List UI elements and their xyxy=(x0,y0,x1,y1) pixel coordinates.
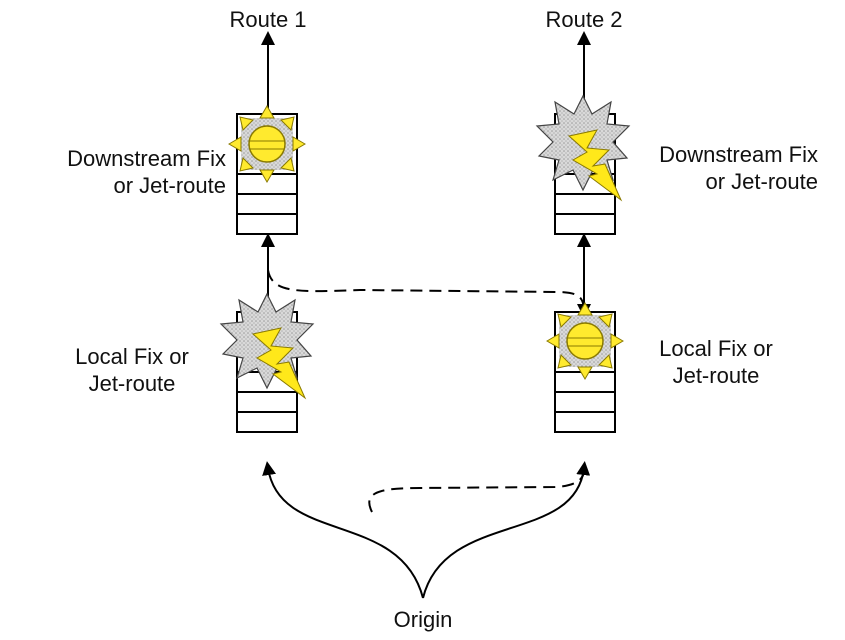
origin-label: Origin xyxy=(393,607,453,632)
downstream-left-line2: or Jet-route xyxy=(113,173,227,198)
route2-label: Route 2 xyxy=(545,7,623,32)
reroute-dashed-lower xyxy=(368,469,585,513)
local-right-label: Local Fix or Jet-route xyxy=(628,335,804,389)
downstream-right-line1: Downstream Fix xyxy=(659,142,818,167)
downstream-left-label: Downstream Fix or Jet-route xyxy=(0,145,226,199)
storm-icon xyxy=(535,94,631,202)
local-left-label: Local Fix or Jet-route xyxy=(44,343,220,397)
sun-icon xyxy=(228,105,306,183)
origin-to-left-curve xyxy=(262,461,424,599)
downstream-right-label: Downstream Fix or Jet-route xyxy=(620,141,818,195)
local-right-line2: Jet-route xyxy=(672,363,760,388)
origin-to-right-curve xyxy=(422,461,591,599)
local-right-line1: Local Fix or xyxy=(659,336,773,361)
local-left-line2: Jet-route xyxy=(88,371,176,396)
sun-icon xyxy=(546,302,624,380)
downstream-right-line2: or Jet-route xyxy=(705,169,819,194)
local-left-line1: Local Fix or xyxy=(75,344,189,369)
downstream-left-line1: Downstream Fix xyxy=(67,146,226,171)
storm-icon xyxy=(219,292,315,400)
route1-label: Route 1 xyxy=(229,7,307,32)
reroute-dashed-upper xyxy=(267,269,585,313)
